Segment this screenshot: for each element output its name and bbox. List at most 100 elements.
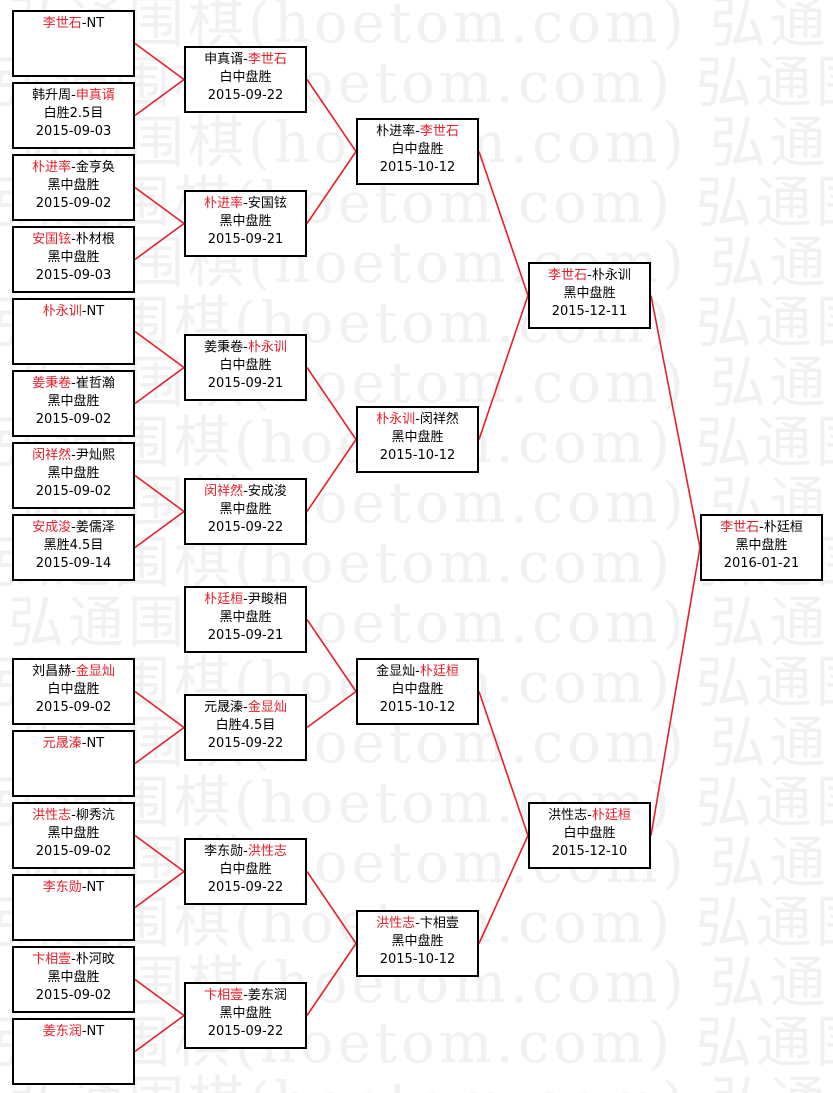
match-players: 李东勋-NT: [43, 879, 104, 897]
player-name: 申真谞: [75, 88, 115, 103]
match-result: 白中盘胜: [219, 70, 272, 85]
match-players: 洪性志-柳秀沆: [32, 807, 115, 825]
match-box: 李东勋-洪性志白中盘胜 2015-09-22: [184, 838, 307, 905]
player-name: NT: [86, 16, 105, 31]
match-date: 2015-09-02: [35, 700, 112, 715]
bracket-connector: [478, 151, 529, 296]
player-separator: -: [71, 520, 76, 535]
match-date: 2015-09-22: [207, 880, 284, 895]
player-separator: -: [81, 16, 87, 31]
player-name: 闵祥然: [204, 484, 244, 499]
bracket-connector: [478, 835, 529, 944]
match-players: 朴进率-李世石: [376, 123, 459, 141]
player-name: 安国铉: [247, 196, 287, 211]
player-separator: -: [71, 232, 76, 247]
bracket-connector: [134, 42, 185, 81]
bracket-connector: [134, 870, 185, 909]
player-separator: -: [71, 808, 76, 823]
player-name: 柳秀沆: [75, 808, 115, 823]
match-result: 黑中盘胜: [391, 430, 444, 445]
bracket-connector: [134, 510, 185, 549]
player-name: 朴材根: [75, 232, 115, 247]
match-players: 申真谞-李世石: [204, 51, 287, 69]
player-name: 李世石: [720, 520, 760, 535]
player-name: 金显灿: [75, 664, 115, 679]
bracket-connector: [306, 619, 357, 692]
match-date: 2015-09-02: [35, 988, 112, 1003]
match-date: 2015-09-02: [35, 484, 112, 499]
player-name: 金亨奂: [75, 160, 115, 175]
player-separator: -: [243, 592, 248, 607]
player-name: 闵祥然: [419, 412, 459, 427]
match-result: 黑中盘胜: [219, 610, 272, 625]
bracket-connector: [134, 978, 185, 1017]
bracket-connector: [134, 366, 185, 405]
match-players: 李东勋-洪性志: [204, 843, 287, 861]
player-name: 朴进率: [204, 196, 244, 211]
player-name: 元晟溱: [204, 700, 244, 715]
match-players: 朴进率-安国铉: [204, 195, 287, 213]
match-date: 2016-01-21: [723, 556, 800, 571]
player-name: 朴永训: [247, 340, 287, 355]
match-players: 闵祥然-安成浚: [204, 483, 287, 501]
player-name: 朴进率: [376, 124, 416, 139]
bracket-connector: [306, 871, 357, 944]
match-result: 白中盘胜: [219, 862, 272, 877]
match-players: 元晟溱-金显灿: [204, 699, 287, 717]
player-name: 朴永训: [42, 304, 82, 319]
player-name: 李东勋: [204, 844, 244, 859]
match-box: 李东勋-NT: [12, 874, 135, 941]
player-separator: -: [243, 700, 248, 715]
player-name: 洪性志: [247, 844, 287, 859]
match-players: 朴永训-NT: [43, 303, 104, 321]
match-box: 元晟溱-NT: [12, 730, 135, 797]
player-name: 申真谞: [204, 52, 244, 67]
match-players: 元晟溱-NT: [43, 735, 104, 753]
bracket-connector: [650, 295, 701, 548]
player-name: 李世石: [247, 52, 287, 67]
match-date: 2015-09-22: [207, 736, 284, 751]
match-date: 2015-10-12: [379, 448, 456, 463]
player-separator: -: [243, 988, 248, 1003]
player-separator: -: [71, 376, 76, 391]
player-name: 李世石: [548, 268, 588, 283]
match-result: 黑中盘胜: [391, 934, 444, 949]
player-separator: -: [71, 160, 76, 175]
match-date: 2015-12-11: [551, 304, 628, 319]
player-name: NT: [86, 304, 105, 319]
match-players: 金显灿-朴廷桓: [376, 663, 459, 681]
player-name: 朴廷桓: [419, 664, 459, 679]
match-result: 黑中盘胜: [735, 538, 788, 553]
match-result: 白中盘胜: [219, 358, 272, 373]
player-name: 朴廷桓: [591, 808, 631, 823]
player-name: 洪性志: [548, 808, 588, 823]
match-result: 白胜4.5目: [215, 718, 276, 733]
match-result: 黑中盘胜: [219, 502, 272, 517]
match-box: 李世石-NT: [12, 10, 135, 77]
player-separator: -: [415, 664, 420, 679]
bracket-connector: [306, 151, 357, 224]
player-name: 金显灿: [247, 700, 287, 715]
player-separator: -: [415, 916, 420, 931]
bracket-connector: [478, 295, 529, 440]
player-name: 闵祥然: [32, 448, 72, 463]
player-name: 朴廷桓: [763, 520, 803, 535]
bracket-connector: [306, 690, 357, 729]
player-separator: -: [81, 880, 87, 895]
player-name: NT: [86, 1024, 105, 1039]
bracket-connector: [134, 834, 185, 873]
match-players: 朴廷桓-尹畯相: [204, 591, 287, 609]
player-separator: -: [587, 808, 592, 823]
